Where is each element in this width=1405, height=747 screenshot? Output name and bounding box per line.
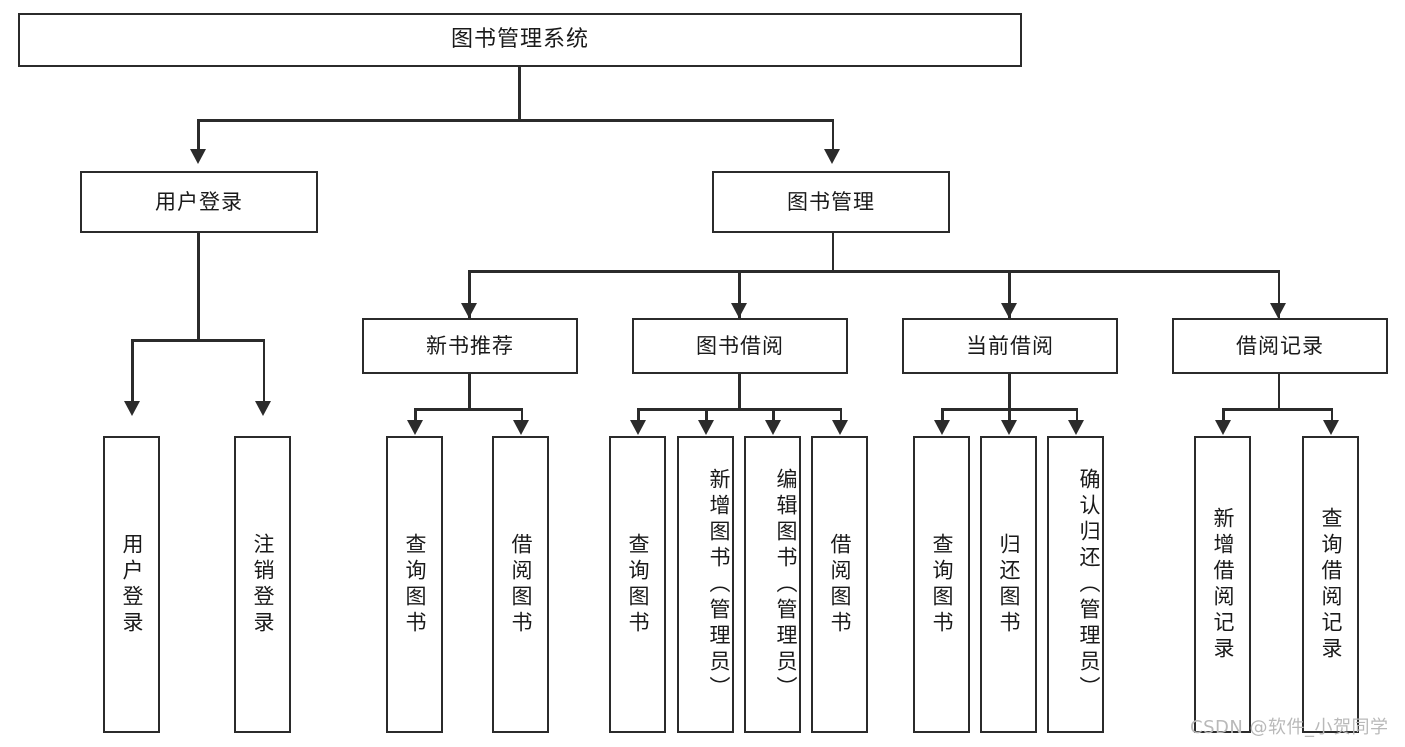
connector-book-management-bus: [468, 270, 1280, 273]
leaf-add-borrow-record[interactable]: 新增借阅记录: [1194, 436, 1251, 733]
connector-nb-to-leaf-1: [414, 408, 417, 424]
arrow-cb-to-leaf-2: [1001, 420, 1017, 435]
leaf-query-book-nb[interactable]: 查询图书: [386, 436, 443, 733]
arrow-nb-to-leaf-2: [513, 420, 529, 435]
connector-new-book-stem: [468, 374, 471, 410]
connector-cb-to-leaf-1: [941, 408, 944, 424]
node-label: 新书推荐: [426, 333, 514, 358]
connector-bm-to-current-borrow: [1008, 270, 1011, 318]
arrow-bm-to-current-borrow: [1001, 303, 1017, 318]
connector-new-book-bus: [414, 408, 523, 411]
connector-user-login-to-leaf-1: [131, 339, 134, 403]
node-label: 归还图书: [996, 532, 1021, 637]
connector-cb-to-leaf-2: [1008, 408, 1011, 424]
arrow-root-to-book-management: [824, 149, 840, 164]
node-label: 当前借阅: [966, 333, 1054, 358]
connector-user-login-to-leaf-2: [262, 339, 265, 403]
node-label: 图书管理: [787, 189, 875, 214]
node-root-book-management-system[interactable]: 图书管理系统: [18, 13, 1022, 67]
connector-root-bus: [197, 119, 834, 122]
connector-nb-to-leaf-2: [520, 408, 523, 424]
node-current-borrow[interactable]: 当前借阅: [902, 318, 1118, 374]
node-label: 查询图书: [929, 532, 954, 637]
arrow-root-to-user-login: [190, 149, 206, 164]
node-label: 图书管理系统: [450, 26, 589, 52]
node-label: 用户登录: [119, 532, 144, 637]
node-book-management[interactable]: 图书管理: [712, 171, 950, 233]
node-label: 查询借阅记录: [1318, 506, 1343, 663]
csdn-watermark: CSDN @软件_小贺同学: [1190, 717, 1389, 738]
node-label: 用户登录: [155, 189, 243, 214]
node-label: 图书借阅: [696, 333, 784, 358]
node-new-book-recommend[interactable]: 新书推荐: [362, 318, 578, 374]
arrow-bb-to-leaf-1: [630, 420, 646, 435]
leaf-borrow-book-nb[interactable]: 借阅图书: [492, 436, 549, 733]
arrow-cb-to-leaf-3: [1068, 420, 1084, 435]
node-book-borrow[interactable]: 图书借阅: [632, 318, 848, 374]
node-label: 编辑图书（管理员）: [774, 467, 798, 702]
leaf-edit-book-admin[interactable]: 编辑图书（管理员）: [744, 436, 801, 733]
node-label: 借阅图书: [827, 532, 852, 637]
arrow-bm-to-borrow-record: [1270, 303, 1286, 318]
leaf-return-book[interactable]: 归还图书: [980, 436, 1037, 733]
connector-bb-to-leaf-1: [637, 408, 640, 424]
connector-bb-to-leaf-4: [839, 408, 842, 424]
connector-cb-to-leaf-3: [1075, 408, 1078, 424]
connector-bb-to-leaf-3: [772, 408, 775, 424]
connector-book-borrow-stem: [738, 374, 741, 410]
node-borrow-record[interactable]: 借阅记录: [1172, 318, 1388, 374]
leaf-confirm-return-admin[interactable]: 确认归还（管理员）: [1047, 436, 1104, 733]
arrow-nb-to-leaf-1: [407, 420, 423, 435]
arrow-bb-to-leaf-3: [765, 420, 781, 435]
node-label: 新增图书（管理员）: [707, 467, 731, 702]
connector-bm-to-new-book: [468, 270, 471, 318]
connector-book-borrow-bus: [637, 408, 842, 411]
arrow-bb-to-leaf-2: [698, 420, 714, 435]
leaf-add-book-admin[interactable]: 新增图书（管理员）: [677, 436, 734, 733]
leaf-user-login[interactable]: 用户登录: [103, 436, 160, 733]
node-user-login[interactable]: 用户登录: [80, 171, 318, 233]
connector-root-to-book-management: [831, 119, 834, 151]
arrow-bm-to-new-book: [461, 303, 477, 318]
connector-bm-to-borrow-record: [1277, 270, 1280, 318]
arrow-br-to-leaf-1: [1215, 420, 1231, 435]
arrow-user-login-to-leaf-1: [124, 401, 140, 416]
connector-current-borrow-stem: [1008, 374, 1011, 410]
leaf-query-borrow-record[interactable]: 查询借阅记录: [1302, 436, 1359, 733]
node-label: 注销登录: [250, 532, 275, 637]
leaf-query-book-bb[interactable]: 查询图书: [609, 436, 666, 733]
connector-bb-to-leaf-2: [705, 408, 708, 424]
leaf-query-book-cb[interactable]: 查询图书: [913, 436, 970, 733]
arrow-br-to-leaf-2: [1323, 420, 1339, 435]
leaf-borrow-book-bb[interactable]: 借阅图书: [811, 436, 868, 733]
arrow-cb-to-leaf-1: [934, 420, 950, 435]
node-label: 确认归还（管理员）: [1077, 467, 1101, 702]
connector-br-to-leaf-1: [1222, 408, 1225, 424]
connector-borrow-record-stem: [1277, 374, 1280, 410]
connector-bm-to-book-borrow: [738, 270, 741, 318]
connector-br-to-leaf-2: [1330, 408, 1333, 424]
connector-borrow-record-bus: [1222, 408, 1333, 411]
connector-book-management-stem: [831, 233, 834, 272]
connector-user-login-stem: [197, 233, 200, 341]
leaf-logout[interactable]: 注销登录: [234, 436, 291, 733]
connector-root-to-user-login: [197, 119, 200, 151]
node-label: 借阅记录: [1236, 333, 1324, 358]
node-label: 查询图书: [402, 532, 427, 637]
connector-user-login-bus: [131, 339, 265, 342]
node-label: 查询图书: [625, 532, 650, 637]
arrow-user-login-to-leaf-2: [255, 401, 271, 416]
arrow-bb-to-leaf-4: [832, 420, 848, 435]
arrow-bm-to-book-borrow: [731, 303, 747, 318]
node-label: 新增借阅记录: [1210, 506, 1235, 663]
connector-root-stem: [518, 67, 521, 119]
node-label: 借阅图书: [508, 532, 533, 637]
